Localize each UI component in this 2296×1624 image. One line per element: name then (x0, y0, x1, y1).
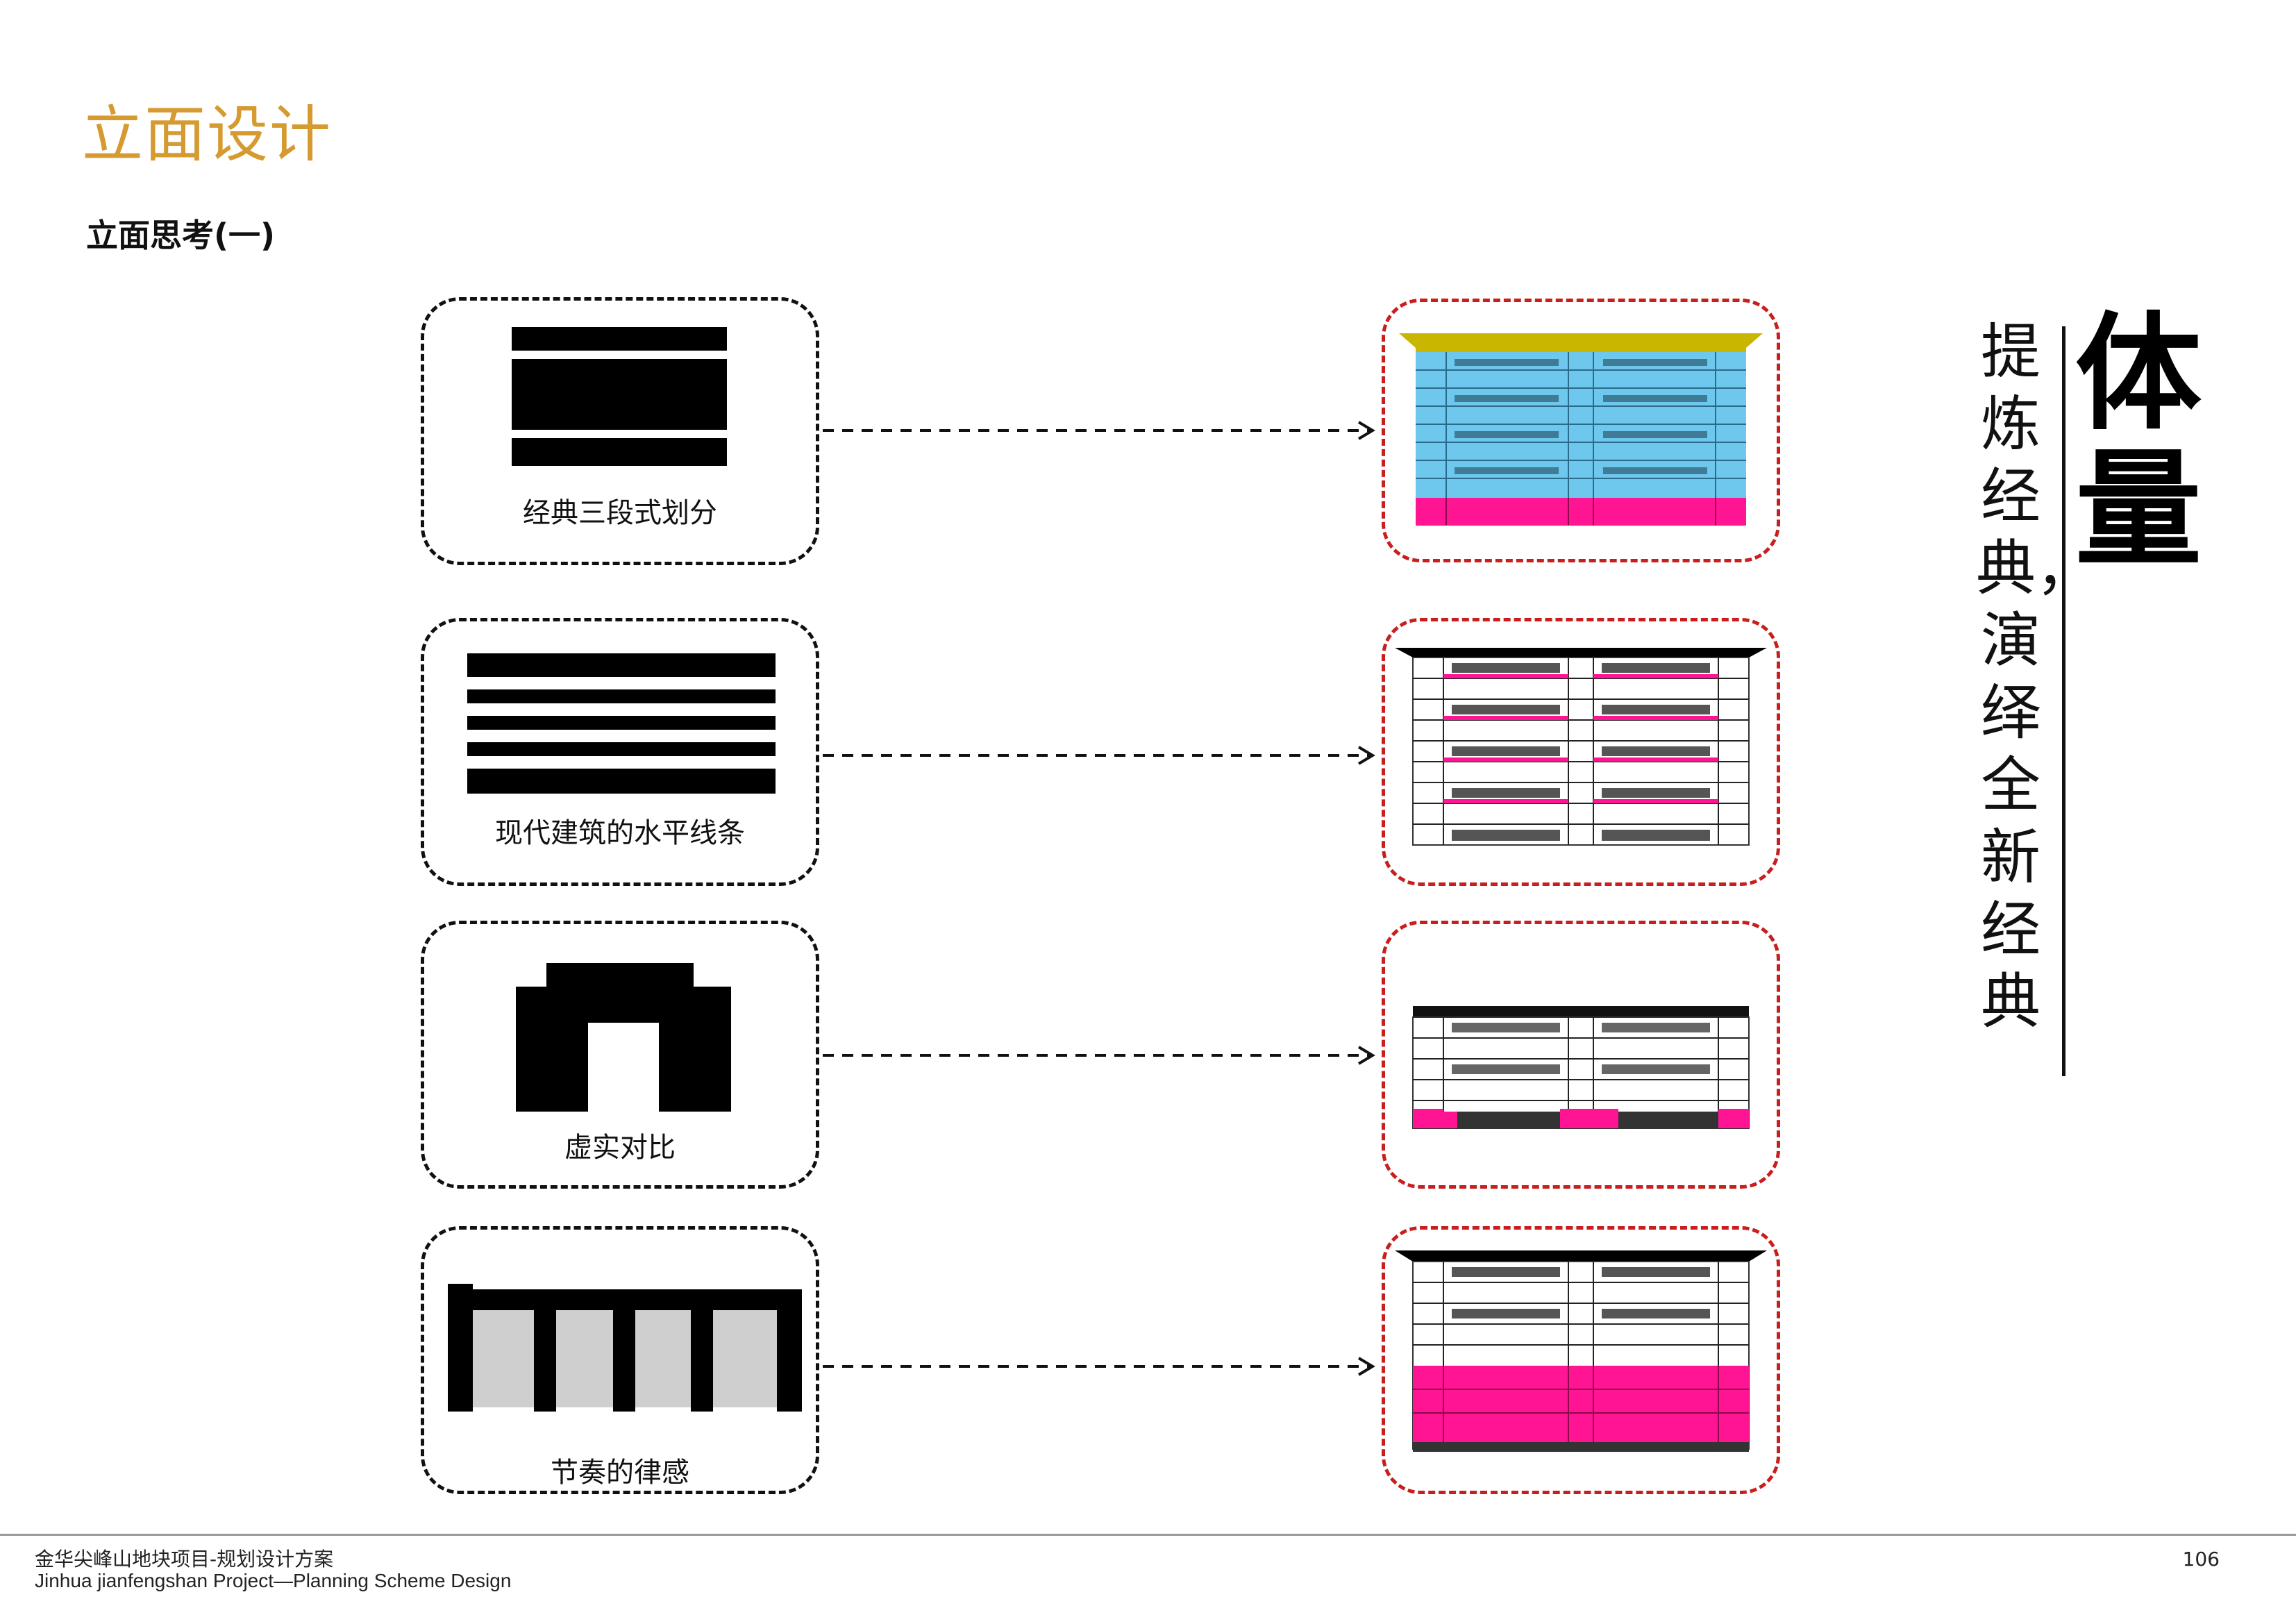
footer-divider (0, 1534, 2296, 1536)
elevation-frame-tripartite (1382, 299, 1780, 562)
building-elevation-tripartite-image (1399, 333, 1763, 526)
horizontal-lines-icon (467, 653, 776, 794)
building-elevation-rhythm-image (1395, 1250, 1767, 1452)
tripartite-diagram-icon (512, 327, 727, 466)
page-number: 106 (2182, 1548, 2220, 1571)
concept-card-horizontal-lines: 现代建筑的水平线条 (421, 618, 819, 886)
footer-project-cn: 金华尖峰山地块项目-规划设计方案 (35, 1548, 334, 1571)
concept-card-solid-void: 虚实对比 (421, 921, 819, 1189)
vertical-tagline: 提炼经典，演绎全新经典 (1976, 317, 2095, 1037)
hero-heading: 体量 (2075, 300, 2202, 583)
solid-void-arch-icon (516, 963, 731, 1112)
elevation-frame-solid-void (1382, 921, 1780, 1189)
page-title: 立面设计 (82, 99, 333, 170)
concept-card-classic-tripartite: 经典三段式划分 (421, 297, 819, 565)
arrow-right-icon (823, 1046, 1375, 1065)
vertical-divider (2062, 326, 2065, 1076)
concept-label: 经典三段式划分 (523, 497, 717, 529)
concept-card-rhythm: 节奏的律感 (421, 1226, 819, 1494)
elevation-frame-rhythm (1382, 1226, 1780, 1494)
arrow-right-icon (823, 746, 1375, 765)
arrow-right-icon (823, 421, 1375, 440)
footer-project-en: Jinhua jianfengshan Project—Planning Sch… (35, 1570, 512, 1591)
building-elevation-solid-void-image (1412, 1006, 1750, 1129)
concept-label: 虚实对比 (564, 1132, 676, 1164)
arrow-right-icon (823, 1357, 1375, 1376)
rhythm-columns-icon (448, 1284, 802, 1412)
elevation-frame-horizontal (1382, 618, 1780, 886)
section-subtitle: 立面思考(一) (86, 217, 276, 254)
concept-label: 现代建筑的水平线条 (495, 817, 745, 849)
building-elevation-horizontal-image (1395, 648, 1767, 846)
concept-label: 节奏的律感 (551, 1457, 689, 1489)
